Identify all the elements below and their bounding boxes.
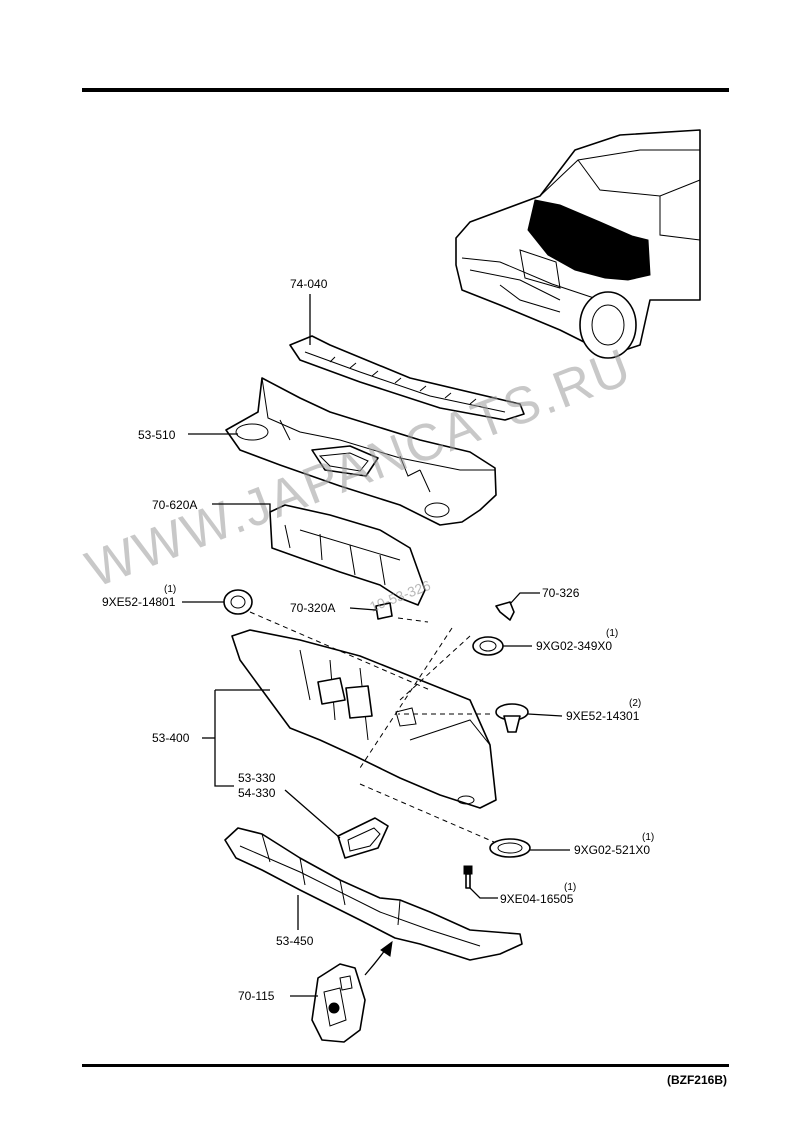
top-rule [82,88,729,92]
callout-9XE04-16505: 9XE04-16505 [500,892,574,906]
callout-70-326: 70-326 [542,586,580,600]
part-70-320A-pad [375,602,393,620]
part-70-326-clip [495,601,515,621]
callout-70-620A: 70-620A [152,498,197,512]
figure-code: (BZF216B) [667,1073,727,1087]
callout-70-320A: 70-320A [290,601,335,615]
part-70-115-cap [311,940,393,1043]
callout-9XE52-14801-qty: (1) [164,584,176,595]
callout-53-400: 53-400 [152,731,190,745]
part-9XE52-14301-clip [495,703,529,733]
leader-lines [182,294,570,997]
callout-53-330: 53-330 [238,771,276,785]
callout-53-450: 53-450 [276,934,314,948]
part-9XE52-14801-grommet [223,589,253,615]
part-74-040-cowl-grille [289,335,525,421]
callout-9XE52-14301-qty: (2) [629,698,641,709]
part-53-510-cowl-panel [225,377,497,526]
callout-9XE52-14301: 9XE52-14301 [566,709,640,723]
callout-9XG02-349X0: 9XG02-349X0 [536,639,612,653]
callout-labels: 74-040 53-510 70-620A (1) 9XE52-14801 70… [102,277,654,1003]
callout-70-115: 70-115 [238,989,275,1003]
callout-9XG02-521X0: 9XG02-521X0 [574,843,650,857]
callout-53-510: 53-510 [138,428,176,442]
callout-9XE04-16505-qty: (1) [564,882,576,893]
vehicle-location-illustration [455,129,701,359]
part-53-450-insulator [224,827,523,961]
part-53-400-insulator [231,629,497,809]
callout-54-330: 54-330 [238,786,276,800]
part-9XG02-349X0-plug [472,636,504,656]
callout-9XG02-521X0-qty: (1) [642,832,654,843]
bottom-rule [82,1064,729,1067]
part-9XG02-521X0-plug [489,838,531,858]
reference-lines [249,611,495,843]
callout-74-040: 74-040 [290,277,328,291]
part-9XE04-16505-screw [463,865,473,889]
callout-9XG02-349X0-qty: (1) [606,628,618,639]
highlight-area [527,199,651,281]
callout-9XE52-14801: 9XE52-14801 [102,595,176,609]
part-70-620A-panel [269,504,426,606]
part-53-330-duct [337,817,389,859]
